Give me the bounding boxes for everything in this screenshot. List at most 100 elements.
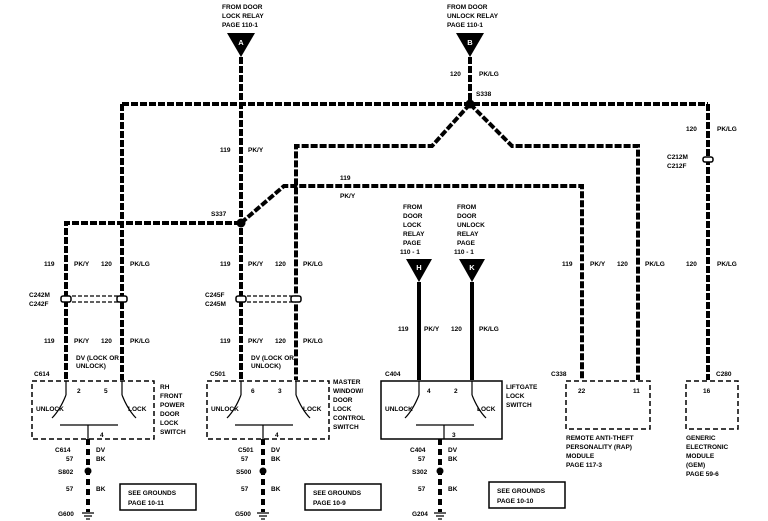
- label-120-liftgate: 120: [451, 326, 462, 333]
- ground-g500-icon: [257, 512, 269, 520]
- connector-c245: C245F C245M: [205, 292, 302, 308]
- splice-s302-label: S302: [412, 469, 428, 476]
- gem-label2: ELECTRONIC: [686, 444, 729, 451]
- liftgate-lock-label: LOCK: [477, 406, 496, 413]
- g600-label: G600: [58, 511, 74, 518]
- liftgate-pin-a: 4: [427, 388, 431, 395]
- master-bk-lower: BK: [271, 486, 281, 493]
- c245m-label: C245M: [205, 301, 226, 308]
- wire-119-rh[interactable]: [64, 221, 241, 380]
- see-grounds-2-line1: SEE GROUNDS: [313, 490, 362, 497]
- label-120-feed: 120: [450, 71, 461, 78]
- rh-bk-upper: BK: [96, 456, 106, 463]
- ground-master: C501 DV 57 BK S500 57 BK G500 SEE GROUND…: [235, 439, 382, 520]
- relay-h-line2: DOOR: [403, 213, 423, 220]
- relay-h-marker[interactable]: [406, 259, 432, 282]
- master-label5: CONTROL: [333, 415, 365, 422]
- see-grounds-box-2: [304, 483, 382, 511]
- see-grounds-box-1: [119, 483, 197, 511]
- relay-k-line6: 110 - 1: [454, 249, 474, 256]
- master-door-lock-switch[interactable]: C501 DV (LOCK OR UNLOCK) 6 3 4 UNLOCK LO…: [206, 355, 365, 440]
- gem-module[interactable]: C280 16 GENERIC ELECTRONIC MODULE (GEM) …: [685, 371, 739, 478]
- rh-57-upper: 57: [66, 456, 74, 463]
- rh-label6: SWITCH: [160, 429, 186, 436]
- relay-k-line2: DOOR: [457, 213, 477, 220]
- master-57-upper: 57: [241, 456, 249, 463]
- liftgate-lock-switch[interactable]: C404 4 2 3 UNLOCK LOCK LIFTGATE LOCK SWI…: [380, 371, 538, 440]
- label-119-master-top: 119: [220, 147, 231, 154]
- wire-120-master[interactable]: [294, 102, 472, 380]
- master-unlock-label: UNLOCK: [211, 406, 239, 413]
- relay-b-feed: FROM DOOR UNLOCK RELAY PAGE 110-1 B: [447, 4, 499, 57]
- label-119-rh-low: 119: [44, 338, 55, 345]
- relay-h-letter: H: [416, 263, 421, 272]
- relay-a-line2: LOCK RELAY: [222, 13, 264, 20]
- label-119-rh-mid: 119: [44, 261, 55, 268]
- relay-k-line1: FROM: [457, 204, 476, 211]
- relay-b-marker[interactable]: [456, 33, 484, 57]
- rap-label1: REMOTE ANTI-THEFT: [566, 435, 634, 442]
- c614-top-label: C614: [34, 371, 50, 378]
- rh-dv-label2: UNLOCK): [76, 363, 106, 370]
- master-bk-upper: BK: [271, 456, 281, 463]
- relay-b-letter: B: [467, 38, 473, 47]
- c242f-label: C242F: [29, 301, 49, 308]
- label-pklg-liftgate: PK/LG: [479, 326, 499, 333]
- rap-module[interactable]: C338 22 11 REMOTE ANTI-THEFT PERSONALITY…: [551, 371, 651, 469]
- c212m-label: C212M: [667, 154, 688, 161]
- rh-dv-label: DV (LOCK OR: [76, 355, 119, 362]
- liftgate-unlock-label: UNLOCK: [385, 406, 413, 413]
- label-pky-rap-top: PK/Y: [340, 193, 356, 200]
- liftgate-57-lower: 57: [418, 486, 426, 493]
- c614-bottom-label: C614: [55, 447, 71, 454]
- relay-b-line3: PAGE 110-1: [447, 22, 483, 29]
- c404-bottom-label: C404: [410, 447, 426, 454]
- wire-119-rap[interactable]: [239, 184, 584, 380]
- rh-switch-body: [31, 380, 155, 440]
- relay-h-line1: FROM: [403, 204, 422, 211]
- liftgate-label1: LIFTGATE: [506, 384, 538, 391]
- liftgate-dv-bottom: DV: [448, 447, 458, 454]
- master-label2: WINDOW/: [333, 388, 364, 395]
- see-grounds-3-line2: PAGE 10-10: [497, 498, 534, 505]
- rap-label2: PERSONALITY (RAP): [566, 444, 632, 451]
- gem-label5: PAGE 59-6: [686, 471, 719, 478]
- c404-top-label: C404: [385, 371, 401, 378]
- rh-label4: DOOR: [160, 411, 180, 418]
- label-pklg-rap-mid: PK/LG: [645, 261, 665, 268]
- rh-label5: LOCK: [160, 420, 179, 427]
- liftgate-label2: LOCK: [506, 393, 525, 400]
- wire-120-rap[interactable]: [468, 102, 640, 380]
- rap-pin-b: 11: [633, 388, 640, 395]
- gem-label1: GENERIC: [686, 435, 716, 442]
- label-pky-master-mid: PK/Y: [248, 261, 264, 268]
- relay-a-feed: FROM DOOR LOCK RELAY PAGE 110-1 A: [222, 4, 264, 57]
- rap-pin-a: 22: [578, 388, 586, 395]
- master-dv-label2: UNLOCK): [251, 363, 281, 370]
- label-119-rap-mid: 119: [562, 261, 573, 268]
- liftgate-label3: SWITCH: [506, 402, 532, 409]
- ground-g204-icon: [434, 512, 446, 520]
- relay-k-marker[interactable]: [459, 259, 485, 282]
- c501-bottom-label: C501: [238, 447, 254, 454]
- relay-h-line3: LOCK: [403, 222, 422, 229]
- gem-label3: MODULE: [686, 453, 715, 460]
- rh-door-lock-switch[interactable]: C614 DV (LOCK OR UNLOCK) 2 5 4 UNLOCK LO…: [31, 355, 186, 440]
- rh-pin-c: 4: [100, 432, 104, 439]
- splice-s338: [465, 99, 475, 109]
- master-switch-body: [206, 380, 330, 440]
- splice-s337: [236, 218, 246, 228]
- label-119-master-mid: 119: [220, 261, 231, 268]
- relay-a-marker[interactable]: [227, 33, 255, 57]
- rh-label2: FRONT: [160, 393, 182, 400]
- see-grounds-1-line1: SEE GROUNDS: [128, 490, 177, 497]
- relay-b-line2: UNLOCK RELAY: [447, 13, 499, 20]
- relay-a-line3: PAGE 110-1: [222, 22, 258, 29]
- label-pky-rap-mid: PK/Y: [590, 261, 606, 268]
- liftgate-switch-body: [380, 380, 503, 440]
- master-label4: LOCK: [333, 406, 352, 413]
- rh-pin-b: 5: [104, 388, 108, 395]
- label-120-gem-mid: 120: [686, 261, 697, 268]
- connector-c242: C242M C242F: [29, 292, 128, 308]
